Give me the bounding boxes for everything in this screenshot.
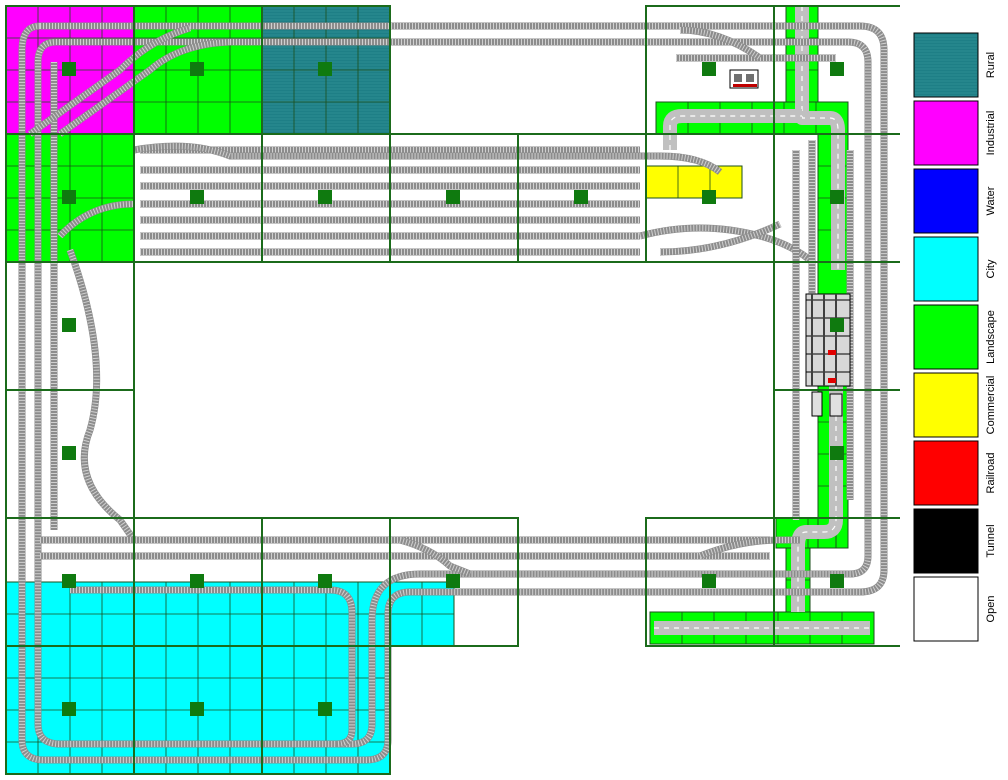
legend-item-commercial: Commercial [913,372,997,438]
module-marker [702,574,716,588]
module-marker-layer [62,62,844,716]
legend-swatch-railroad [913,440,979,506]
module-marker [62,318,76,332]
building-layer [729,69,851,417]
track-yard-lead-top [133,142,723,175]
legend-swatch-industrial [913,100,979,166]
track-left-branch-2-ties [67,248,137,542]
legend-swatch-water [913,168,979,234]
module-marker [830,318,844,332]
module-marker [702,190,716,204]
module-marker [62,62,76,76]
road-north-stripe [801,6,839,270]
station-building [729,69,759,89]
module-marker [830,446,844,460]
legend-label-rural: Rural [985,52,997,78]
legend-label-city: City [985,259,997,278]
legend-swatch-commercial [913,372,979,438]
module-marker [318,190,332,204]
module-marker [702,62,716,76]
legend-label-landscape: Landscape [985,310,997,364]
module-marker [62,190,76,204]
module-boundary [773,5,900,135]
track-main-inner [34,38,872,748]
track-bottom-crossover-ties [399,537,472,577]
track-yard-lead-left [57,200,135,239]
road-station-stripe [669,115,802,150]
module-marker [446,190,460,204]
module-layer [5,5,900,775]
module-marker [62,574,76,588]
track-industrial-diagonal-2-ties [58,39,231,137]
legend-label-railroad: Railroad [985,453,997,494]
legend-item-landscape: Landscape [913,304,997,370]
module-marker [446,574,460,588]
track-bottom-right-lead-ties [698,537,800,559]
module-boundary [261,645,391,775]
legend-item-city: City [913,236,997,302]
legend-label-water: Water [985,186,997,215]
legend-item-open: Open [913,576,997,642]
module-marker [190,190,204,204]
legend-label-open: Open [985,596,997,623]
layout-map [5,5,900,775]
legend-item-water: Water [913,168,997,234]
module-marker [62,446,76,460]
engine-shed [805,293,851,387]
module-marker [830,62,844,76]
module-marker [190,702,204,716]
module-marker [318,574,332,588]
legend-swatch-tunnel [913,508,979,574]
track-main-outer-ties [19,23,887,763]
module-marker [190,62,204,76]
module-marker [318,702,332,716]
legend-swatch-landscape [913,304,979,370]
legend-item-industrial: Industrial [913,100,997,166]
module-marker [574,190,588,204]
track-left-branch-2 [66,248,137,543]
zone-commercial [646,166,742,198]
legend-item-tunnel: Tunnel [913,508,997,574]
track-yard-lead-right-2-ties [659,221,782,255]
legend-item-rural: Rural [913,32,997,98]
track-city-loop [70,586,356,748]
module-marker [62,702,76,716]
module-boundary [773,517,900,647]
module-boundary [389,517,519,647]
module-marker [830,574,844,588]
track-top-right-lead [679,26,763,61]
legend-label-commercial: Commercial [985,376,997,435]
signal-box [811,391,843,417]
track-industrial-diagonal-ties [28,25,191,137]
module-marker [190,574,204,588]
legend-swatch-city [913,236,979,302]
legend-swatch-rural [913,32,979,98]
legend-swatch-open [913,576,979,642]
zone-legend: RuralIndustrialWaterCityLandscapeCommerc… [913,32,997,642]
module-marker [830,190,844,204]
legend-label-industrial: Industrial [985,111,997,156]
legend-item-railroad: Railroad [913,440,997,506]
legend-label-tunnel: Tunnel [985,524,997,557]
module-marker [318,62,332,76]
